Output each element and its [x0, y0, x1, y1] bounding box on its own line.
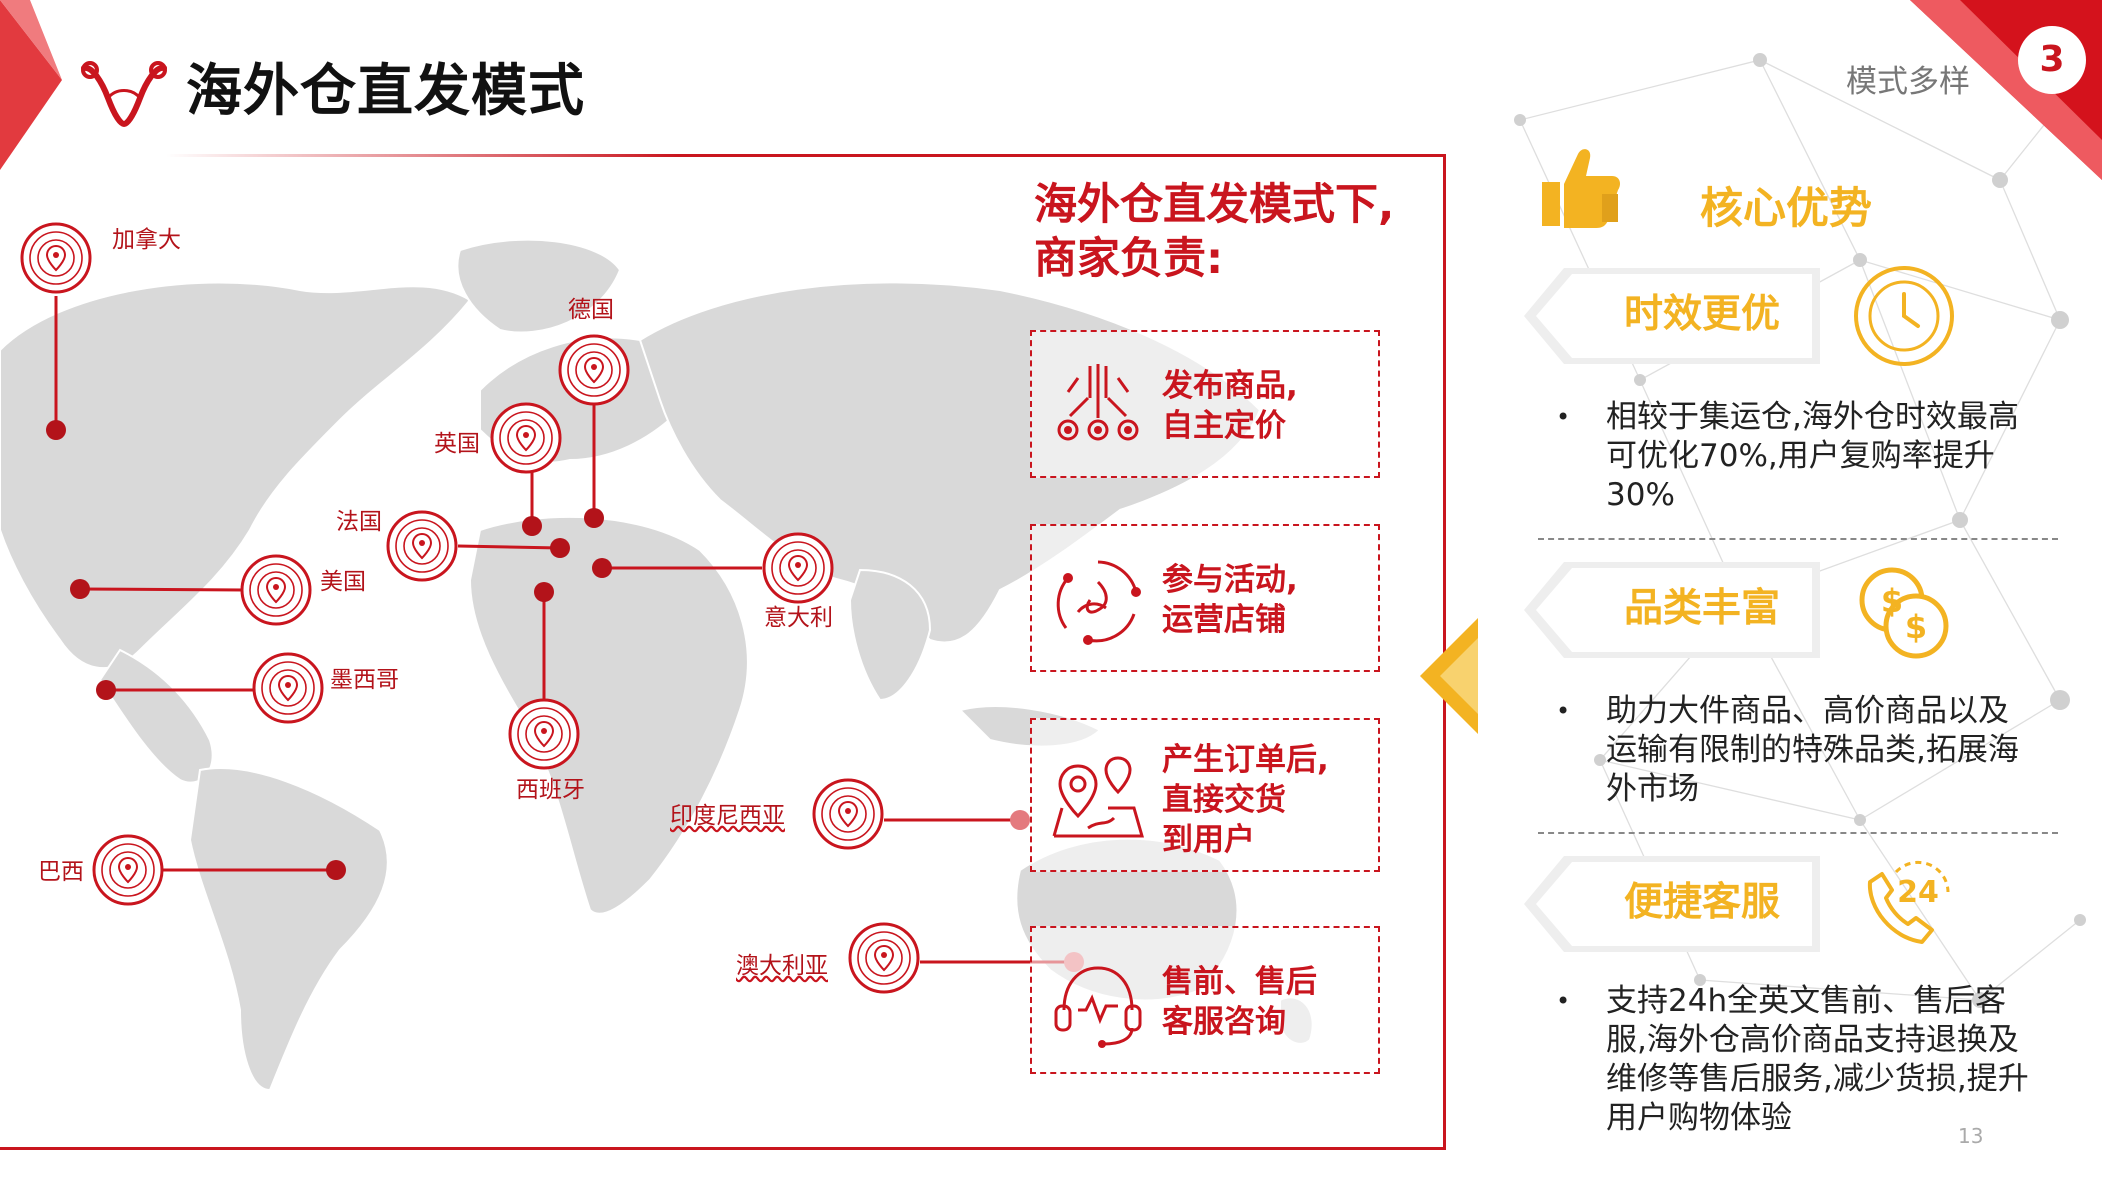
advantage-divider — [1538, 832, 2058, 834]
country-label-mexico: 墨西哥 — [330, 667, 399, 693]
responsibility-card-deliver: 产生订单后, 直接交货 到用户 — [1030, 718, 1380, 872]
advantage-label: 品类丰富 — [1624, 586, 1781, 631]
advantage-desc-service: • 支持24h全英文售前、售后客服,海外仓高价商品支持退换及维修等售后服务,减少… — [1556, 983, 2029, 1136]
advantage-desc-categories: • 助力大件商品、高价商品以及运输有限制的特殊品类,拓展海外市场 — [1556, 693, 2019, 807]
clock-icon — [1854, 266, 1954, 366]
tab-shape — [1524, 856, 1820, 952]
country-label-uk: 英国 — [434, 431, 480, 457]
advantage-divider — [1538, 538, 2058, 540]
country-label-germany: 德国 — [568, 297, 614, 323]
advantage-tab-speed: 时效更优 — [1524, 268, 1820, 364]
bullet-icon: • — [1556, 697, 1571, 725]
svg-text:24: 24 — [1897, 875, 1939, 910]
responsibility-text: 发布商品, 自主定价 — [1162, 368, 1298, 444]
location-icon-germany — [558, 334, 630, 406]
core-advantages-title: 核心优势 — [1700, 184, 1872, 234]
advantage-label: 时效更优 — [1624, 292, 1781, 337]
advantage-tab-service: 便捷客服 — [1524, 856, 1820, 952]
bullet-icon: • — [1556, 403, 1571, 431]
responsibility-text: 参与活动, 运营店铺 — [1162, 562, 1298, 638]
left-corner-decoration — [0, 0, 62, 170]
cycle-icon — [1056, 560, 1141, 645]
country-label-indonesia: 印度尼西亚 — [670, 803, 785, 829]
headset-icon — [1054, 966, 1142, 1048]
map-connectors — [46, 296, 1084, 972]
country-label-usa: 美国 — [320, 569, 366, 595]
responsibility-card-operate: 参与活动, 运营店铺 — [1030, 524, 1380, 672]
page-number: 13 — [1958, 1124, 1984, 1148]
country-label-australia: 澳大利亚 — [736, 953, 828, 979]
tab-shape — [1524, 268, 1820, 364]
location-icon-spain — [508, 698, 580, 770]
page-title: 海外仓直发模式 — [186, 59, 585, 124]
responsibility-text: 产生订单后, 直接交货 到用户 — [1162, 742, 1329, 858]
phone-24h-icon: 24 — [1867, 860, 1950, 944]
location-icon-uk — [490, 402, 562, 474]
map-pin-route-icon — [1052, 756, 1144, 838]
page-badge: 3 — [2018, 26, 2086, 94]
responsibility-card-support: 售前、售后 客服咨询 — [1030, 926, 1380, 1074]
country-label-italy: 意大利 — [764, 605, 833, 631]
svg-text:$: $ — [1881, 582, 1903, 620]
svg-text:$: $ — [1905, 608, 1927, 646]
country-label-brazil: 巴西 — [38, 859, 84, 885]
location-icon-canada — [20, 222, 92, 294]
network-background — [1514, 53, 2086, 1008]
country-label-spain: 西班牙 — [516, 777, 585, 803]
responsibility-card-publish: 发布商品, 自主定价 — [1030, 330, 1380, 478]
tab-shape — [1524, 562, 1820, 658]
coins-icon: $ $ — [1859, 567, 1949, 659]
header-tagline: 模式多样 — [1846, 64, 1970, 100]
bullet-icon: • — [1556, 987, 1571, 1015]
location-icon-brazil — [92, 834, 164, 906]
responsibilities-heading: 海外仓直发模式下, 商家负责: — [1034, 180, 1395, 284]
advantage-label: 便捷客服 — [1624, 880, 1781, 925]
location-icon-indonesia — [812, 778, 884, 850]
location-icon-italy — [762, 532, 834, 604]
pointer-arrow-icon — [1420, 618, 1478, 734]
advantage-desc-speed: • 相较于集运仓,海外仓时效最高可优化70%,用户复购率提升30% — [1556, 399, 2019, 513]
location-icon-mexico — [252, 652, 324, 724]
location-icon-australia — [848, 922, 920, 994]
location-icon-france — [386, 510, 458, 582]
responsibility-text: 售前、售后 客服咨询 — [1162, 964, 1317, 1040]
advantage-tab-categories: 品类丰富 — [1524, 562, 1820, 658]
map-frame-top-line — [166, 154, 1446, 157]
country-label-france: 法国 — [336, 509, 382, 535]
location-icon-usa — [240, 554, 312, 626]
country-label-canada: 加拿大 — [112, 227, 181, 253]
brand-logo-icon — [81, 61, 167, 128]
thumbs-up-icon — [1542, 149, 1620, 228]
funnel-flow-icon — [1057, 364, 1139, 441]
